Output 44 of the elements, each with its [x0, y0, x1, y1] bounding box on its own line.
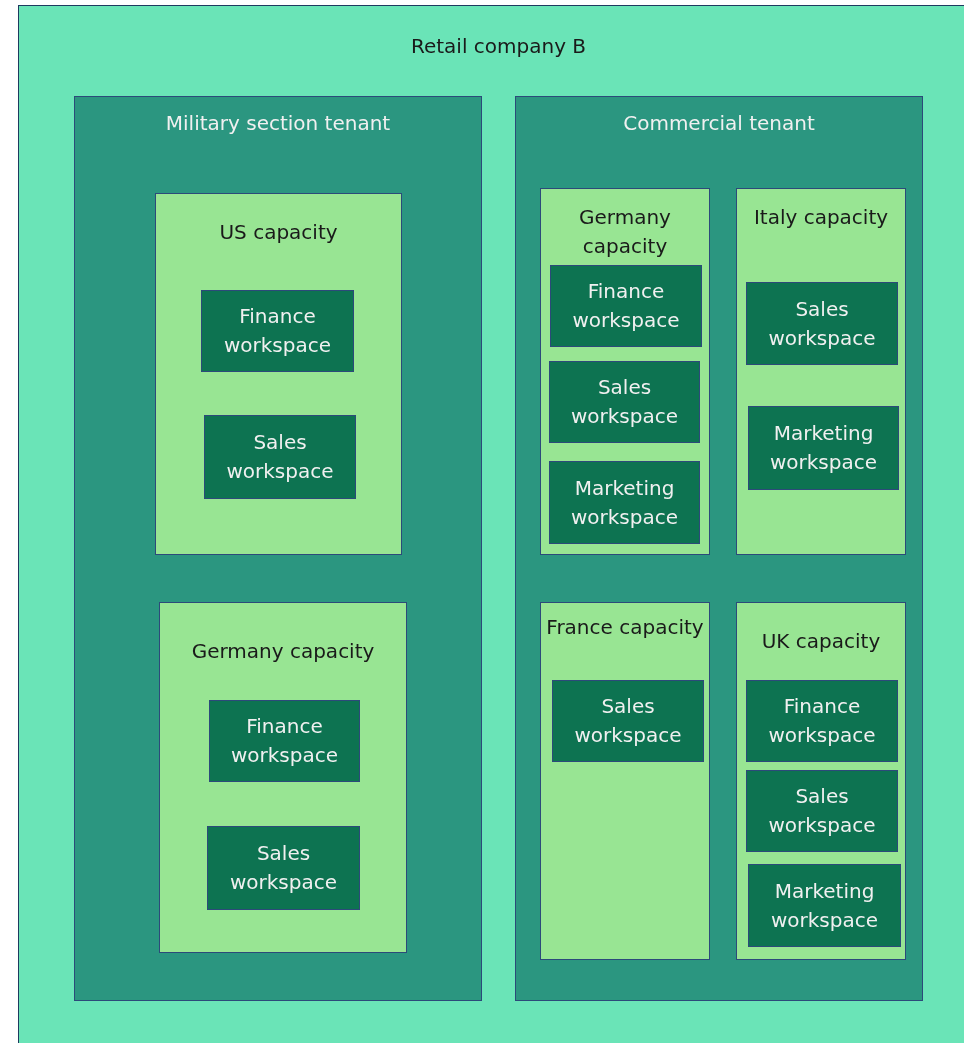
workspace-box	[549, 361, 700, 443]
capacity-box	[736, 188, 906, 555]
capacity-box	[159, 602, 407, 953]
workspace-label: Sales workspace	[569, 374, 680, 430]
workspace-box	[748, 864, 901, 947]
workspace-label: Sales workspace	[228, 840, 339, 896]
workspace-label: Sales workspace	[573, 693, 683, 749]
workspace-box	[748, 406, 899, 490]
capacity-box	[736, 602, 906, 960]
box-title: Italy capacity	[752, 204, 890, 231]
workspace-box	[207, 826, 360, 910]
workspace-label: Sales workspace	[767, 783, 877, 839]
workspace-box	[552, 680, 704, 762]
workspace-label: Finance workspace	[222, 303, 333, 359]
box-title: US capacity	[218, 219, 339, 246]
workspace-box	[549, 461, 700, 544]
tenant-panel	[74, 96, 482, 1001]
container-title: Retail company B	[409, 33, 588, 60]
workspace-label: Finance workspace	[571, 278, 681, 334]
capacity-box	[155, 193, 402, 555]
workspace-label: Finance workspace	[767, 693, 877, 749]
company-container	[18, 5, 964, 1043]
workspace-label: Marketing workspace	[768, 420, 879, 476]
workspace-box	[201, 290, 354, 372]
workspace-box	[550, 265, 702, 347]
box-title: Germany capacity	[578, 204, 672, 260]
workspace-box	[204, 415, 356, 499]
box-title: UK capacity	[760, 628, 882, 655]
workspace-label: Finance workspace	[229, 713, 340, 769]
box-title: Germany capacity	[190, 638, 376, 665]
workspace-box	[746, 680, 898, 762]
workspace-label: Sales workspace	[225, 429, 335, 485]
capacity-box	[540, 188, 710, 555]
workspace-box	[746, 770, 898, 852]
workspace-label: Sales workspace	[767, 295, 877, 352]
workspace-label: Marketing workspace	[769, 877, 880, 934]
tenant-panel	[515, 96, 923, 1001]
panel-title: Military section tenant	[164, 110, 392, 137]
box-title: France capacity	[545, 614, 705, 641]
panel-title: Commercial tenant	[622, 110, 816, 137]
workspace-box	[209, 700, 360, 782]
capacity-box	[540, 602, 710, 960]
workspace-box	[746, 282, 898, 365]
workspace-label: Marketing workspace	[569, 474, 680, 531]
